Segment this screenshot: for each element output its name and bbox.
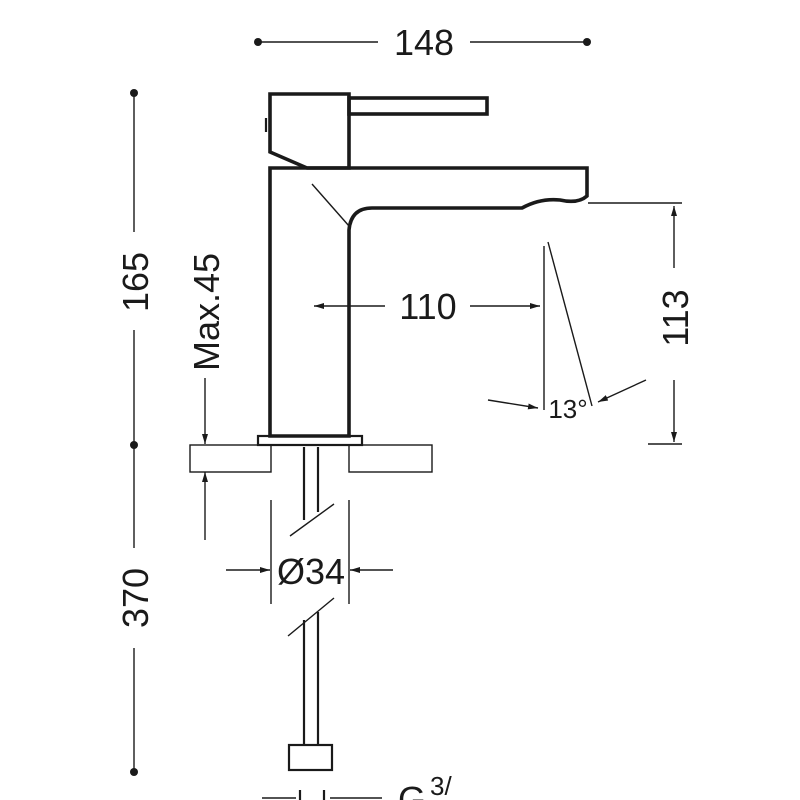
supply-hose (287, 447, 335, 772)
lever-handle (264, 92, 489, 170)
diameter-dimension: Ø34 (226, 500, 393, 604)
stream-angle: 13° (487, 241, 647, 424)
connection-fraction-label: 3/ (430, 771, 452, 800)
diameter-label: Ø34 (277, 551, 345, 592)
height-dimension: 165 (115, 89, 156, 449)
width-label: 148 (394, 22, 454, 63)
spout-height-dimension: 113 (588, 202, 696, 445)
width-dimension: 148 (254, 22, 591, 63)
reach-label: 110 (399, 286, 456, 327)
hose-length-label: 370 (115, 568, 156, 628)
deck-thickness-dimension: Max.45 (186, 253, 227, 540)
connection-prefix-label: G (398, 779, 426, 800)
angle-label: 13° (548, 394, 587, 424)
connection-dimension: G 3/ (262, 771, 452, 800)
deck-section (189, 444, 433, 473)
spout-height-label: 113 (655, 289, 696, 346)
reach-dimension: 110 (314, 286, 540, 327)
height-label: 165 (115, 252, 156, 312)
faucet-body (256, 166, 589, 447)
hose-length-dimension: 370 (115, 445, 156, 776)
deck-thickness-label: Max.45 (186, 253, 227, 371)
